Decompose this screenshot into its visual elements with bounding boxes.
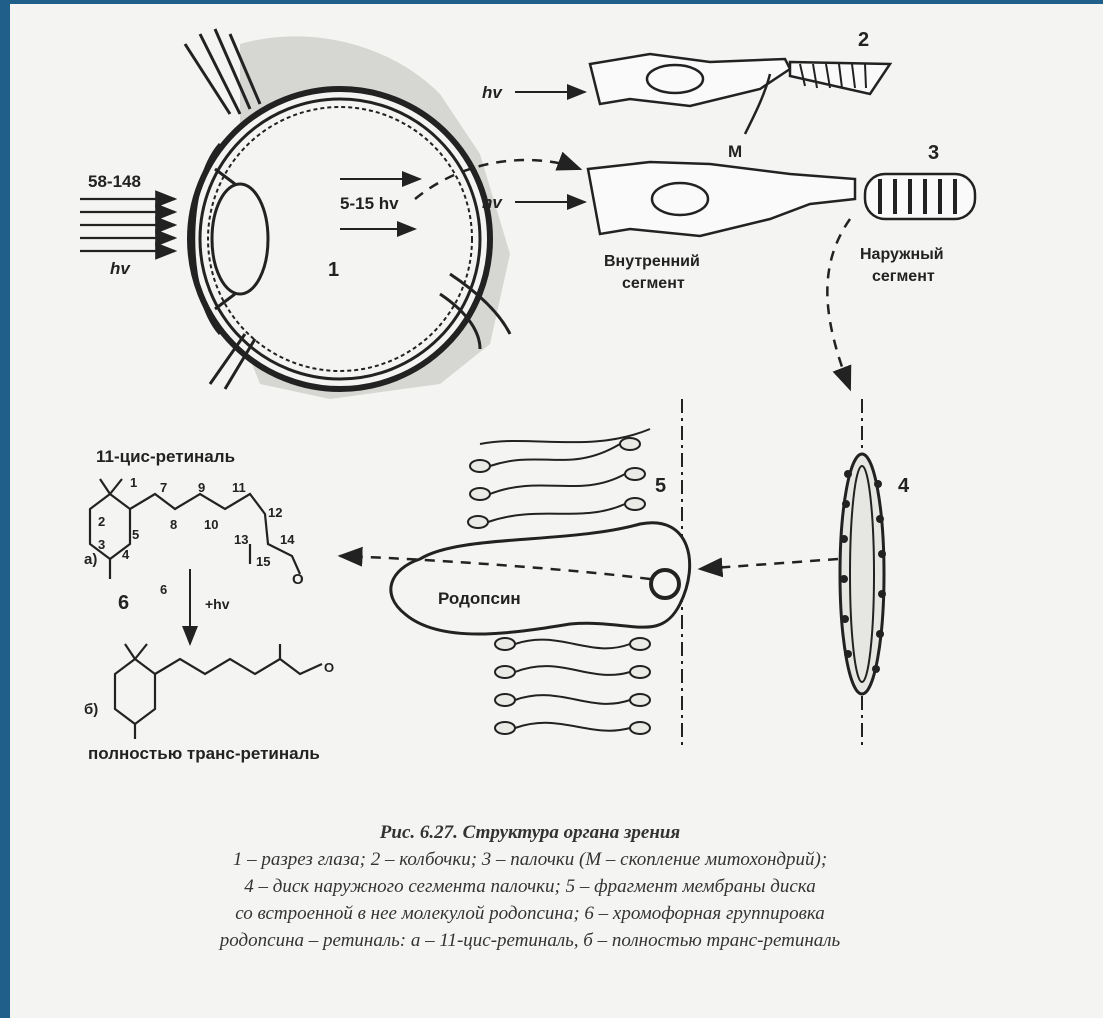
svg-text:15: 15: [256, 554, 270, 569]
label-b: б): [84, 701, 98, 718]
caption-line-2: 4 – диск наружного сегмента палочки; 5 –…: [50, 873, 1010, 900]
svg-text:4: 4: [122, 547, 130, 562]
outer-segment-label-line2: сегмент: [872, 268, 935, 285]
svg-text:11: 11: [232, 480, 246, 495]
hv-label-outside: hv: [110, 259, 131, 278]
label-2: 2: [858, 29, 869, 51]
rod-to-disc-connector: [827, 219, 850, 389]
svg-text:3: 3: [98, 537, 105, 552]
figure-caption: Рис. 6.27. Структура органа зрения 1 – р…: [50, 819, 1010, 954]
svg-text:5: 5: [132, 527, 139, 542]
svg-text:2: 2: [98, 514, 105, 529]
trans-retinal-label: полностью транс-ретиналь: [88, 744, 320, 763]
label-a: а): [84, 551, 97, 568]
eye-cross-section: [185, 29, 510, 399]
svg-text:7: 7: [160, 480, 167, 495]
cone-cell: [590, 54, 890, 134]
label-3: 3: [928, 142, 939, 164]
rhodopsin-label: Родопсин: [438, 589, 521, 608]
photons-outside-label: 58-148: [88, 172, 141, 191]
hv-label-rod: hv: [482, 193, 503, 212]
membrane-lipids-bottom: [495, 638, 650, 734]
figure-frame: 1 58-148 hv 5-15 hv hv 2 M hv 3 Внутренн…: [10, 4, 1103, 1018]
cis-retinal-title: 11-цис-ретиналь: [96, 447, 235, 466]
inner-segment-label-line1: Внутренний: [604, 253, 700, 270]
membrane-lipids-top: [468, 429, 650, 528]
plus-hv-label: +hv: [205, 596, 230, 612]
caption-line-3: со встроенной в нее молекулой родопсина;…: [50, 900, 1010, 927]
label-6: 6: [118, 592, 129, 614]
svg-text:14: 14: [280, 532, 295, 547]
trans-retinal-structure: [115, 644, 322, 739]
hv-label-cone: hv: [482, 83, 503, 102]
atom-numbers: 1 2 3 4 5 6 7 8 9 10 11 12 13 14 15: [98, 475, 295, 597]
oxygen-label-cis: O: [292, 571, 304, 588]
svg-text:12: 12: [268, 505, 282, 520]
outer-segment-label-line1: Наружный: [860, 246, 944, 263]
svg-text:8: 8: [170, 517, 177, 532]
inner-segment-label-line2: сегмент: [622, 275, 685, 292]
caption-line-1: 1 – разрез глаза; 2 – колбочки; 3 – пало…: [50, 846, 1010, 873]
svg-text:9: 9: [198, 480, 205, 495]
rod-cell: [588, 162, 975, 236]
label-m: M: [728, 142, 742, 161]
label-5: 5: [655, 475, 666, 497]
svg-text:1: 1: [130, 475, 137, 490]
caption-title: Рис. 6.27. Структура органа зрения: [50, 819, 1010, 846]
disc-to-membrane-connector: [700, 559, 838, 569]
svg-text:10: 10: [204, 517, 218, 532]
svg-text:13: 13: [234, 532, 248, 547]
label-1: 1: [328, 259, 339, 281]
oxygen-label-trans: O: [324, 660, 334, 675]
photons-inside-label: 5-15 hv: [340, 194, 399, 213]
svg-text:6: 6: [160, 582, 167, 597]
rod-disc: [840, 454, 884, 694]
label-4: 4: [898, 475, 910, 497]
incoming-light-arrows: [80, 199, 175, 251]
caption-line-4: родопсина – ретиналь: а – 11-цис-ретинал…: [50, 927, 1010, 954]
